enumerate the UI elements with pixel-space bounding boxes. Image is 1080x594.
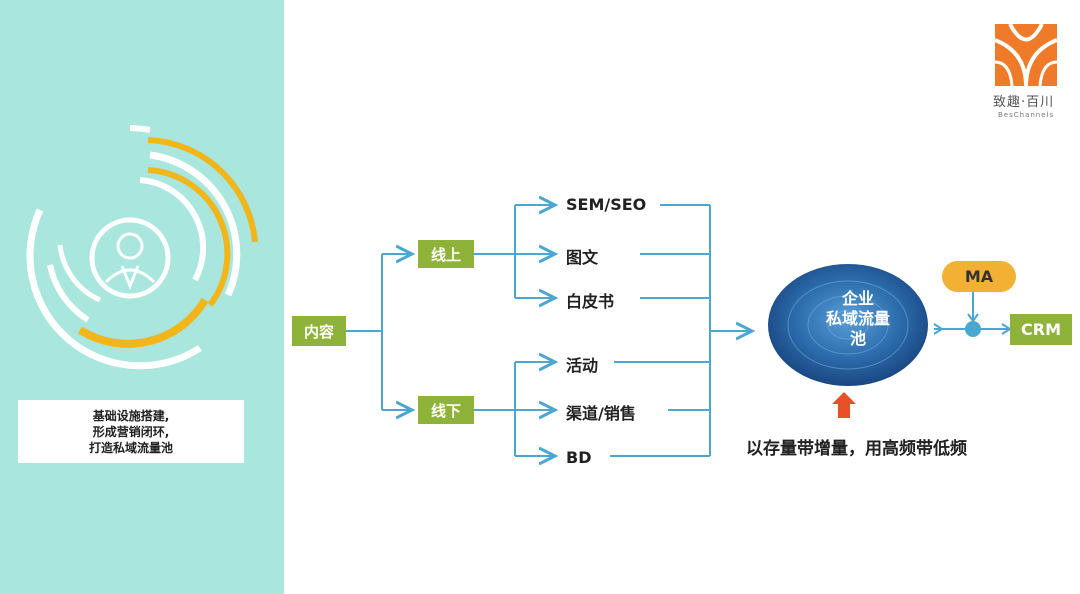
up-arrow-icon — [832, 392, 856, 418]
left-panel — [0, 0, 284, 594]
pool-label: 企业 私域流量 池 — [798, 289, 918, 349]
tree-connectors — [346, 205, 1012, 456]
caption-line: 形成营销闭环, — [92, 424, 170, 439]
slogan-text: 以存量带增量，用高频带低频 — [746, 439, 967, 459]
ma-pill: MA — [942, 261, 1016, 292]
branch-node-online: 线上 — [418, 240, 474, 268]
logo-icon — [994, 23, 1058, 87]
ma-label: MA — [964, 267, 994, 286]
branch-node-label: 线下 — [430, 401, 461, 420]
leaf-sem-seo: SEM/SEO — [566, 195, 647, 214]
caption-line: 基础设施搭建, — [92, 408, 170, 423]
rings-icon — [26, 125, 258, 370]
logo-chinese-text: 致趣·百川 — [993, 95, 1055, 110]
caption-box: 基础设施搭建, 形成营销闭环, 打造私域流量池 — [18, 400, 244, 463]
branch-node-label: 线上 — [430, 245, 461, 264]
leaf-channel-sales: 渠道/销售 — [566, 404, 636, 423]
crm-node: CRM — [1010, 314, 1072, 345]
private-pool-icon — [768, 264, 928, 386]
pool-label-line: 企业 — [841, 289, 874, 308]
ma-junction-dot — [965, 321, 981, 337]
root-node: 内容 — [292, 316, 346, 346]
leaf-bd: BD — [566, 448, 592, 467]
root-node-label: 内容 — [303, 322, 334, 341]
logo-english-text: BesChannels — [998, 111, 1055, 119]
caption-line: 打造私域流量池 — [88, 440, 173, 455]
pool-label-line: 私域流量 — [825, 309, 890, 328]
branch-node-offline: 线下 — [418, 396, 474, 424]
pool-label-line: 池 — [849, 329, 866, 348]
leaf-events: 活动 — [566, 356, 599, 375]
leaf-whitepaper: 白皮书 — [566, 292, 615, 311]
crm-label: CRM — [1021, 320, 1061, 339]
leaf-graphic-text: 图文 — [566, 248, 599, 267]
